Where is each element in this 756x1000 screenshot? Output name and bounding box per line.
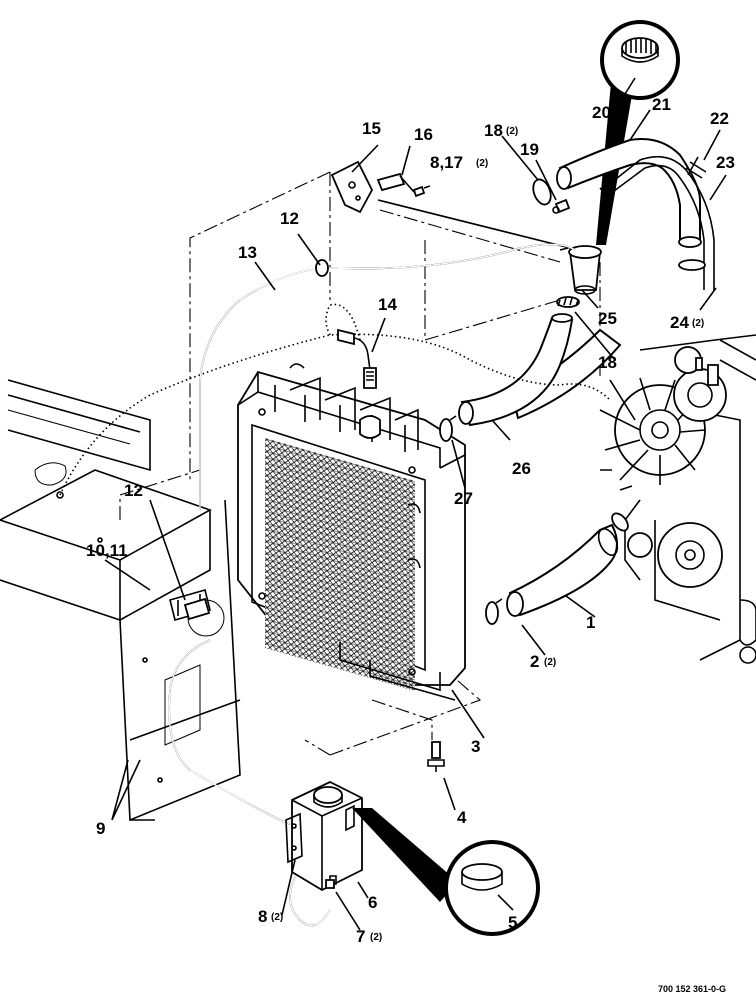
wire-harness [199,243,576,510]
lower-hose-clamp [485,598,503,625]
callout-12-frame: 12 [124,481,143,500]
callout-7-qty: (2) [370,932,382,943]
dotted-sensor-wire [59,303,611,496]
callout-20: 20 [592,103,611,122]
sender-switch [376,172,571,249]
filler-neck [559,245,602,295]
hose-clamp-upper-neck [556,296,580,308]
bracket-screws [412,185,431,198]
callout-19: 19 [520,140,539,159]
callout-15: 15 [362,119,381,138]
callout-2-qty: (2) [544,657,556,668]
callout-18-upper-qty: (2) [506,126,518,137]
callout-27: 27 [454,489,473,508]
fitting-19 [552,198,571,214]
hose-clamp-overflow [532,178,552,206]
leader-lines [104,77,727,931]
callout-18-upper: 18 [484,121,503,140]
callout-9: 9 [96,819,105,838]
callout-8-17: 8,17 [430,153,463,172]
overflow-tube-clamp [678,259,706,271]
drain-valve [427,741,445,772]
callout-2: 2 [530,652,539,671]
callout-4: 4 [457,808,467,827]
machine-frame [0,379,241,822]
callout-26: 26 [512,459,531,478]
tie-strap [685,156,707,179]
callout-24-qty: (2) [692,318,704,329]
sender-bracket [330,160,374,214]
radiator [237,363,466,701]
callout-13: 13 [238,243,257,262]
callout-21: 21 [652,95,671,114]
callout-8: 8 [258,907,267,926]
tank-cap-detail-pointer [352,808,458,902]
callout-22: 22 [710,109,729,128]
callout-8-qty: (2) [271,912,283,923]
engine [599,334,756,664]
callout-labels: 1 2 (2) 3 4 5 6 7 (2) 8 (2) 8,17 (2) 9 1… [86,95,735,994]
callout-1: 1 [586,613,595,632]
figure-code: 700 152 361-0-G [658,984,726,994]
callout-7: 7 [356,927,365,946]
callout-12-harness: 12 [280,209,299,228]
callout-6: 6 [368,893,377,912]
radiator-cap-detail [600,20,680,100]
callout-3: 3 [471,737,480,756]
upper-hose-clamp [439,415,457,442]
upper-hose [458,313,574,427]
tank-cap-detail [444,840,540,936]
callout-8-17-qty: (2) [476,158,488,169]
callout-23: 23 [716,153,735,172]
frame-wire-clamp [183,597,211,621]
callout-16: 16 [414,125,433,144]
callout-25: 25 [598,309,617,328]
tank-mount-screws [325,879,335,889]
callout-5: 5 [508,913,517,932]
callout-10-11: 10,11 [86,541,128,560]
callout-18-lower: 18 [598,353,617,372]
temperature-sender [337,328,377,389]
coolant-recovery-tank [285,780,363,892]
callout-14: 14 [378,295,397,314]
callout-24: 24 [670,313,689,332]
